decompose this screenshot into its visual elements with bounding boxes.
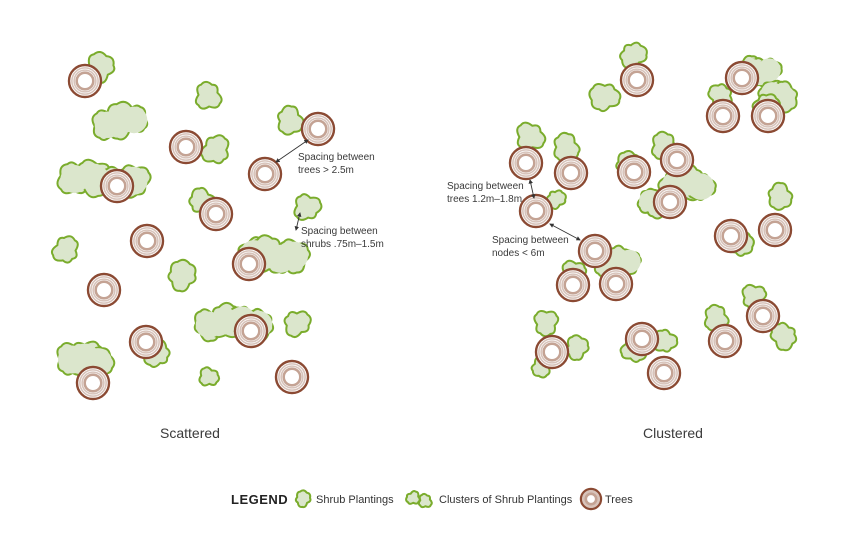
scattered-shrub-spacing-label: Spacing between shrubs .75m–1.5m <box>301 226 384 250</box>
shrub <box>283 310 312 339</box>
tree <box>198 196 234 232</box>
arrow-icon <box>549 223 581 241</box>
tree <box>577 233 613 269</box>
scattered-tree-spacing-arrow <box>275 139 309 163</box>
tree <box>579 487 603 511</box>
shrub-fill <box>279 241 309 270</box>
tree <box>750 98 786 134</box>
arrow-icon <box>275 139 309 163</box>
tree-icon <box>579 487 603 511</box>
shrub <box>565 334 590 361</box>
tree <box>67 63 103 99</box>
legend-item-trees: Trees <box>605 494 633 506</box>
tree-layer <box>67 60 793 401</box>
tree <box>652 184 688 220</box>
shrub-fill <box>757 58 781 82</box>
legend-item-shrub-clusters: Clusters of Shrub Plantings <box>439 494 573 506</box>
shrub <box>588 83 622 113</box>
tree <box>553 155 589 191</box>
clustered-node-spacing-label: Spacing between nodes < 6m <box>492 235 572 259</box>
tree <box>598 266 634 302</box>
shrub <box>293 193 323 221</box>
tree <box>99 168 135 204</box>
tree <box>274 359 310 395</box>
shrub-fill <box>120 106 148 134</box>
shrub <box>533 309 560 338</box>
shrub <box>277 104 305 136</box>
shrub <box>417 492 433 509</box>
scattered-panel-title: Scattered <box>160 425 220 441</box>
shrub-cluster <box>91 100 149 141</box>
tree <box>616 154 652 190</box>
tree <box>713 218 749 254</box>
clustered-tree-spacing-arrow <box>528 179 536 199</box>
shrub <box>294 489 312 509</box>
tree <box>555 267 591 303</box>
shrub-icon <box>294 489 312 509</box>
tree <box>745 298 781 334</box>
tree <box>659 142 695 178</box>
tree <box>233 313 269 349</box>
shrub <box>50 235 79 264</box>
shrub <box>405 490 421 505</box>
tree <box>534 334 570 370</box>
legend: LEGEND Shrub Plantings Clusters of Shrub… <box>231 487 633 511</box>
tree <box>300 111 336 147</box>
shrub-fill <box>617 249 641 274</box>
tree <box>231 246 267 282</box>
tree <box>724 60 760 96</box>
clustered-tree-spacing-label: Spacing between trees 1.2m–1.8m <box>447 181 527 205</box>
shrub <box>767 181 794 211</box>
shrub <box>167 258 197 293</box>
arrow-icon <box>294 212 302 231</box>
tree <box>619 62 655 98</box>
tree <box>646 355 682 391</box>
scattered-shrub-spacing-arrow <box>294 212 302 231</box>
clustered-node-spacing-arrow <box>549 223 581 241</box>
tree <box>75 365 111 401</box>
shrub-cluster-icon <box>405 490 433 509</box>
shrub-fill <box>687 173 715 200</box>
clustered-panel-title: Clustered <box>643 425 703 441</box>
shrub-layer <box>50 41 799 387</box>
legend-item-shrub-plantings: Shrub Plantings <box>316 494 394 506</box>
arrow-icon <box>528 179 536 199</box>
tree <box>707 323 743 359</box>
tree <box>129 223 165 259</box>
tree <box>168 129 204 165</box>
tree <box>247 156 283 192</box>
shrub <box>194 80 223 110</box>
shrub <box>199 134 230 165</box>
tree <box>128 324 164 360</box>
tree <box>705 98 741 134</box>
shrub <box>198 366 221 387</box>
shrub <box>516 121 547 152</box>
tree <box>624 321 660 357</box>
scattered-tree-spacing-label: Spacing between trees > 2.5m <box>298 152 378 176</box>
shrub <box>769 321 798 352</box>
shrub-cluster <box>593 244 642 278</box>
legend-title: LEGEND <box>231 492 288 507</box>
tree <box>757 212 793 248</box>
tree <box>508 145 544 181</box>
tree <box>86 272 122 308</box>
tree <box>518 193 554 229</box>
